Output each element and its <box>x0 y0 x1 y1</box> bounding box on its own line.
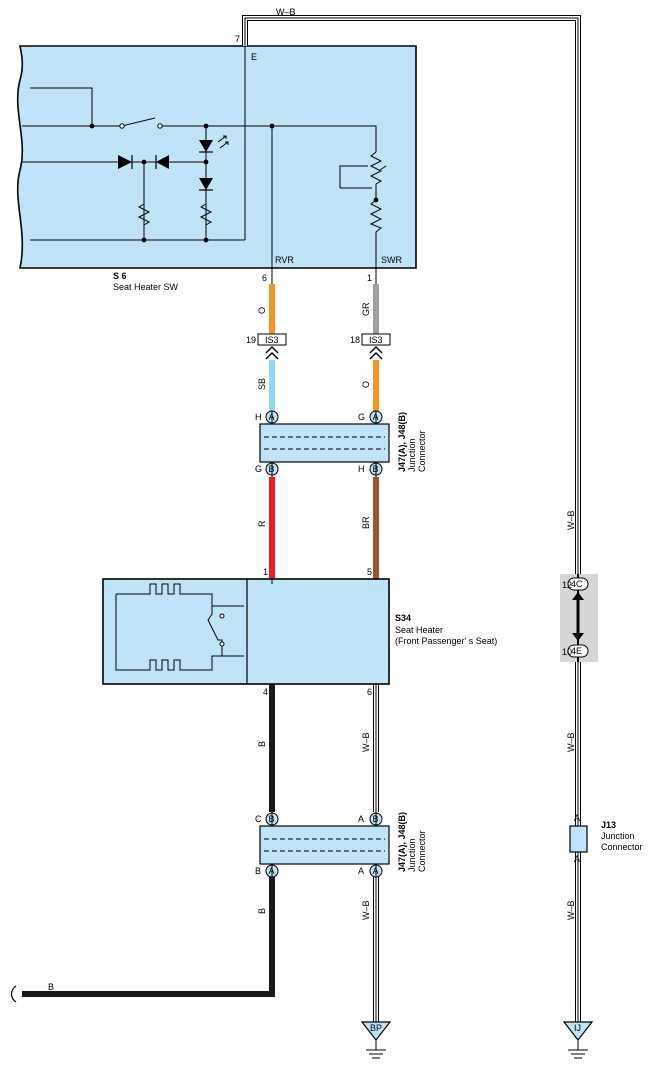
svg-text:H: H <box>358 464 365 474</box>
svg-text:B: B <box>255 866 261 876</box>
ground-bp: BP <box>360 1021 392 1059</box>
switch-contacts <box>89 123 379 243</box>
wire-label-gr: GR <box>361 302 371 316</box>
wire-black-2 <box>22 876 275 997</box>
svg-text:H: H <box>255 412 262 422</box>
svg-text:A: A <box>269 412 275 422</box>
wire-black-1 <box>269 684 275 812</box>
wire-label-wb-r3: W–B <box>566 900 576 920</box>
svg-text:J47(A), J48(B): J47(A), J48(B) <box>397 812 407 872</box>
terminal-e-label: E <box>251 52 257 62</box>
svg-text:19: 19 <box>246 335 256 345</box>
svg-text:Connector: Connector <box>417 830 427 872</box>
wire-label-b-2: B <box>257 908 267 914</box>
wire-label-o-1: O <box>257 307 267 314</box>
wire-label-wb-r2: W–B <box>566 732 576 752</box>
svg-text:1: 1 <box>263 567 268 577</box>
svg-text:IJ: IJ <box>574 1023 581 1033</box>
pin-swr-1: 1 <box>367 273 372 283</box>
wire-label-br: BR <box>361 516 371 529</box>
wire-label-wb-top: W–B <box>276 7 296 17</box>
svg-text:5: 5 <box>367 567 372 577</box>
is3-connector-left: IS3 19 <box>246 333 287 360</box>
svg-text:BP: BP <box>370 1023 382 1033</box>
wire-sky-blue <box>269 360 275 411</box>
svg-text:A: A <box>358 814 364 824</box>
svg-text:4E: 4E <box>571 646 582 656</box>
wire-break-mark <box>10 985 17 1003</box>
wire-label-r: R <box>257 520 267 527</box>
svg-text:Connector: Connector <box>417 430 427 472</box>
s6-name: Seat Heater SW <box>113 282 179 292</box>
ground-ij: IJ <box>562 1021 594 1059</box>
svg-text:12: 12 <box>562 580 572 590</box>
pin-rvr-6: 6 <box>262 273 267 283</box>
svg-text:A: A <box>358 866 364 876</box>
svg-text:Connector: Connector <box>601 842 643 852</box>
wire-gray <box>373 284 379 334</box>
svg-text:C: C <box>255 814 262 824</box>
seat-heater-s34: 1 5 4 6 S34 Seat Heater (Front Passenger… <box>102 567 497 697</box>
svg-text:G: G <box>358 412 365 422</box>
terminal-rvr-label: RVR <box>275 255 294 265</box>
joint-connector-4c-4e: 4C 12 4E 10 <box>560 574 598 662</box>
svg-text:B: B <box>373 814 379 824</box>
wire-label-o-2: O <box>361 381 371 388</box>
wire-label-b-3: B <box>48 982 54 992</box>
svg-text:A: A <box>373 866 379 876</box>
svg-text:J13: J13 <box>601 820 616 830</box>
wire-orange-2 <box>373 360 379 411</box>
svg-text:IS3: IS3 <box>369 335 383 345</box>
is3-connector-right: IS3 18 <box>350 333 391 360</box>
svg-text:G: G <box>255 464 262 474</box>
svg-text:4: 4 <box>263 687 268 697</box>
junction-connector-bottom: B B A A C A B A J47(A), J48(B) Junction … <box>255 812 427 878</box>
seat-heater-switch-box <box>16 45 417 269</box>
wire-label-wb-2: W–B <box>361 900 371 920</box>
wire-label-wb-1: W–B <box>361 732 371 752</box>
svg-text:B: B <box>269 814 275 824</box>
wire-orange-1 <box>269 284 275 334</box>
svg-text:Junction: Junction <box>601 831 635 841</box>
wire-brown <box>373 477 379 579</box>
junction-connector-top: A A B B H G G H J47(A), J48(B) Junction … <box>255 410 427 477</box>
svg-text:6: 6 <box>367 687 372 697</box>
svg-text:B: B <box>269 464 275 474</box>
svg-text:B: B <box>373 464 379 474</box>
s6-ref: S 6 <box>113 271 127 281</box>
wire-label-wb-r1: W–B <box>566 510 576 530</box>
pin-e-7: 7 <box>235 34 240 44</box>
svg-text:S34: S34 <box>395 613 411 623</box>
svg-text:J47(A), J48(B): J47(A), J48(B) <box>397 412 407 472</box>
junction-connector-j13: A A J13 Junction Connector <box>569 813 643 864</box>
wire-label-b-1: B <box>257 741 267 747</box>
svg-text:A: A <box>269 866 275 876</box>
svg-text:Seat Heater: Seat Heater <box>395 625 443 635</box>
svg-text:10: 10 <box>562 647 572 657</box>
wire-label-sb: SB <box>257 378 267 390</box>
svg-text:Junction: Junction <box>407 838 417 872</box>
svg-text:A: A <box>574 854 580 864</box>
switch-internal-circuit <box>22 46 387 268</box>
svg-text:A: A <box>574 813 580 823</box>
terminal-swr-label: SWR <box>381 255 402 265</box>
svg-text:4C: 4C <box>571 579 583 589</box>
svg-text:A: A <box>373 412 379 422</box>
svg-text:IS3: IS3 <box>265 335 279 345</box>
wire-wb-top <box>242 15 581 1025</box>
diode-symbols <box>118 135 229 191</box>
svg-text:18: 18 <box>350 335 360 345</box>
svg-text:(Front Passenger' s Seat): (Front Passenger' s Seat) <box>395 636 497 646</box>
svg-text:Junction: Junction <box>407 438 417 472</box>
wire-red <box>269 477 275 579</box>
